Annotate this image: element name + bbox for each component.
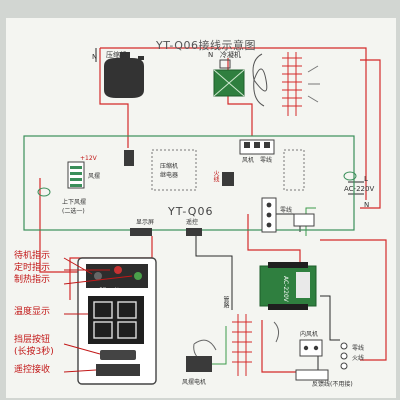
legend-temp-display: 温度显示 <box>14 307 51 317</box>
right-screw-terminals <box>340 342 348 370</box>
wind-motor <box>186 356 212 372</box>
aux-box <box>283 149 305 191</box>
display-connector <box>130 228 152 236</box>
mount-hole <box>37 187 51 197</box>
mount-hole <box>343 171 357 181</box>
wind-motor-label: 风摆电机 <box>182 379 207 386</box>
fire-wire-label: 火线 <box>212 170 219 182</box>
compressor-label: 压缩机 <box>106 51 127 59</box>
digit-segment <box>93 301 113 319</box>
feedback-terminal <box>295 369 329 381</box>
terminal-screw <box>266 202 272 208</box>
wire-top-n <box>100 47 367 200</box>
fan-blade-icon <box>252 53 268 107</box>
terminal-screw <box>313 345 319 351</box>
airflow-arrow-icon <box>307 65 320 103</box>
legend-arrows <box>63 257 133 373</box>
terminal-screw <box>303 345 309 351</box>
legend-cooling: 制热指示 <box>14 275 51 285</box>
connector-pin <box>70 166 82 169</box>
wire-compressor <box>99 48 129 148</box>
compressor-relay-label-1: 压缩机 <box>160 163 179 170</box>
terminal-screw <box>266 212 272 218</box>
transformer-icon <box>259 262 317 310</box>
remote-label: 遥控 <box>186 219 199 226</box>
gear-button <box>100 350 136 360</box>
neutral-terminal <box>293 213 315 227</box>
digit-segment <box>93 321 113 339</box>
terminal-n-top-left: N <box>92 53 98 61</box>
legend-long-press: (长按3秒) <box>14 347 54 357</box>
terminal-pin <box>264 142 270 148</box>
choose-one-label: (二选一) <box>62 208 85 215</box>
solenoid-label: 冷凝机 <box>220 51 241 59</box>
wire-right <box>360 59 381 209</box>
voltage-label: +12V <box>80 155 97 162</box>
inner-fan-terminal <box>299 339 323 357</box>
brand-logo: Yiruite <box>100 287 124 295</box>
wire-lower <box>261 320 300 373</box>
tube-label: 管路 <box>222 296 229 308</box>
inner-fan-label: 内风机 <box>300 331 319 338</box>
wire-green-2 <box>305 207 316 236</box>
indicator-led <box>114 266 122 274</box>
paper-sheet <box>6 18 396 398</box>
indicator-led <box>94 272 102 280</box>
fire-wire-label-right: 火线 <box>352 355 365 362</box>
ac-220v-label: AC-220V <box>344 185 375 193</box>
display-panel-label: 显示屏 <box>136 219 155 226</box>
neutral-label-right: 零线 <box>280 207 293 214</box>
digit-segment <box>117 301 137 319</box>
wire-right-lower <box>320 239 387 361</box>
legend-standby: 待机指示 <box>14 251 51 261</box>
seven-seg-display <box>88 296 144 344</box>
fire-wire-connector <box>222 172 234 186</box>
lower-heatsink-icon <box>232 314 252 376</box>
connector-pin <box>70 184 82 187</box>
legend-remote-receive: 遥控接收 <box>14 365 51 375</box>
connector-pin <box>70 172 82 175</box>
condenser-coil-icon <box>213 59 245 97</box>
compressor-relay-label-2: 继电器 <box>160 172 179 179</box>
wind-swing-label: 风摆 <box>88 173 101 180</box>
feedback-line-label: 反馈线(不用接) <box>312 381 353 388</box>
terminal-n-right: N <box>364 201 370 209</box>
diagram-title: YT-Q06接线示意图 <box>156 39 256 52</box>
terminal-l: L <box>364 175 368 183</box>
wire-transformer <box>247 214 301 262</box>
remote-connector <box>186 228 202 236</box>
connector-pin <box>70 178 82 181</box>
compressor-icon <box>104 52 144 98</box>
model-label: YT-Q06 <box>168 205 214 218</box>
wire-transformer-out <box>320 295 340 341</box>
fan-label: 风机 <box>242 157 255 164</box>
compressor-relay-box <box>151 149 197 191</box>
digit-segment <box>117 321 137 339</box>
wire-tube <box>195 230 233 310</box>
legend-gear-button: 挡层按钮 <box>14 335 51 345</box>
green-wires <box>212 207 316 365</box>
heatsink-grid-icon <box>282 52 302 116</box>
terminal-screw <box>266 222 272 228</box>
wire-green-1 <box>212 326 227 365</box>
terminal-n-top-mid: N <box>208 51 214 59</box>
relay-connector <box>124 150 134 166</box>
indicator-led <box>134 272 142 280</box>
up-down-swing-label: 上下风摆 <box>62 199 87 206</box>
legend-timer: 定时指示 <box>14 263 51 273</box>
transformer-label: AC-220V <box>282 276 289 302</box>
terminal-pin <box>244 142 250 148</box>
remote-receiver <box>96 364 140 376</box>
terminal-pin <box>254 142 260 148</box>
neutral-label: 零线 <box>260 157 273 164</box>
zero-wire-label: 零线 <box>352 345 365 352</box>
black-wires <box>95 48 364 372</box>
